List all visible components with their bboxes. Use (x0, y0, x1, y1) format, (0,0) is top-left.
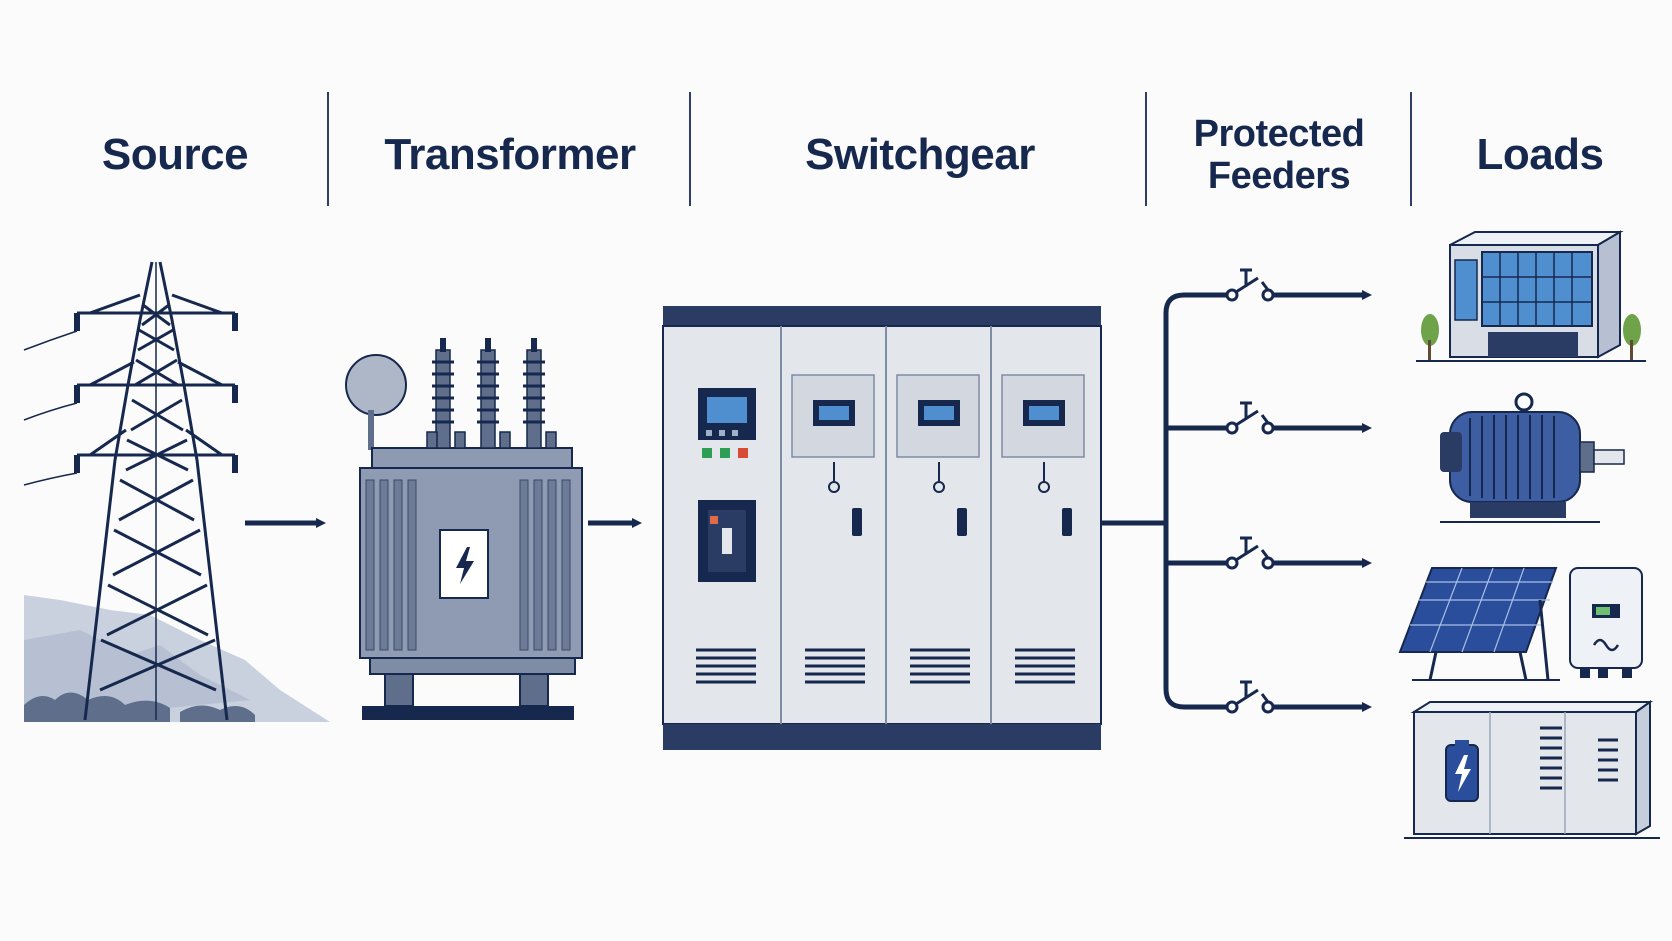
feeder-panel (791, 374, 875, 684)
breaker-symbol-icon (1225, 268, 1275, 302)
oil-transformer-icon (345, 338, 583, 720)
header-divider (689, 92, 691, 206)
header-switchgear: Switchgear (805, 130, 1035, 179)
header-divider (1410, 92, 1412, 206)
switchgear-cabinet-icon (662, 306, 1102, 750)
main-breaker-panel (696, 388, 756, 684)
feeder-panel (1001, 374, 1085, 684)
electric-motor-icon (1440, 392, 1625, 523)
breaker-symbol-icon (1225, 401, 1275, 435)
office-building-icon (1416, 230, 1646, 362)
transmission-tower-icon (23, 261, 330, 722)
header-loads: Loads (1476, 130, 1604, 179)
header-transformer: Transformer (384, 130, 636, 179)
breaker-symbol-icon (1225, 536, 1275, 570)
header-source: Source (101, 130, 249, 179)
breaker-symbol-icon (1225, 680, 1275, 714)
feeder-bus (1101, 292, 1226, 710)
battery-storage-container-icon (1404, 700, 1660, 839)
header-divider (1145, 92, 1147, 206)
header-divider (327, 92, 329, 206)
solar-panel-inverter-icon (1398, 567, 1643, 681)
header-protected-feeders: Protected Feeders (1193, 113, 1365, 197)
feeder-panel (896, 374, 980, 684)
feeder-arrows (1273, 290, 1372, 712)
